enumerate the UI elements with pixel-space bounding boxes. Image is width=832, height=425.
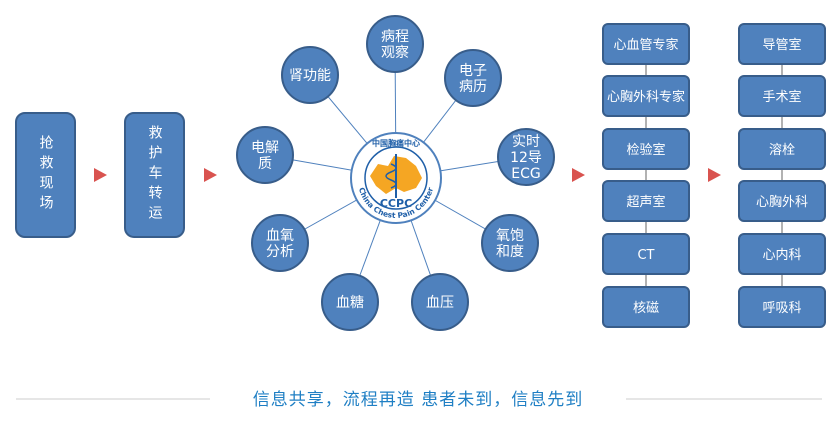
expert-box: 检验室 [602, 128, 690, 170]
box-label: 超声室 [626, 194, 665, 210]
data-node: 血压 [411, 273, 469, 331]
expert-box: 心血管专家 [602, 23, 690, 65]
expert-box: 超声室 [602, 180, 690, 222]
box-label: 核磁 [633, 301, 659, 316]
node-label: 氧饱 [496, 228, 524, 244]
node-label: 肾功能 [289, 68, 331, 84]
data-node: 肾功能 [281, 46, 339, 104]
arrow-icon [572, 168, 585, 182]
department-box: 导管室 [738, 23, 826, 65]
box-label: 心胸外科 [756, 195, 808, 210]
node-label: 分析 [266, 244, 294, 260]
stage-box: 抢救现场 [15, 112, 76, 238]
node-label: 病程 [381, 29, 409, 45]
department-box: 心胸外科 [738, 180, 826, 222]
department-box: 心内科 [738, 233, 826, 275]
node-label: 电解 [251, 140, 279, 156]
svg-text:中国胸痛中心: 中国胸痛中心 [372, 138, 420, 148]
expert-box: CT [602, 233, 690, 275]
node-label: ECG [511, 166, 540, 182]
box-label: 导管室 [762, 37, 801, 53]
arrow-icon [204, 168, 217, 182]
stage-label: 抢救现场 [38, 134, 54, 215]
node-label: 病历 [459, 79, 487, 95]
stage-label: 救护车转运 [147, 125, 163, 225]
box-label: 呼吸科 [762, 301, 801, 316]
node-label: 血压 [426, 295, 454, 311]
department-box: 呼吸科 [738, 286, 826, 328]
svg-text:CCPC: CCPC [380, 197, 412, 210]
node-label: 和度 [496, 244, 524, 260]
box-label: CT [637, 248, 654, 263]
box-label: 心内科 [762, 247, 801, 263]
node-label: 血糖 [336, 295, 364, 311]
box-label: 心血管专家 [613, 37, 678, 53]
department-box: 溶栓 [738, 128, 826, 170]
node-label: 血氧 [266, 228, 294, 244]
arrow-icon [94, 168, 107, 182]
node-label: 电子 [459, 63, 487, 79]
expert-box: 心胸外科专家 [602, 75, 690, 117]
arrow-icon [708, 168, 721, 182]
expert-box: 核磁 [602, 286, 690, 328]
box-label: 检验室 [626, 142, 665, 158]
box-label: 心胸外科专家 [607, 89, 685, 105]
department-box: 手术室 [738, 75, 826, 117]
data-node: 血糖 [321, 273, 379, 331]
node-label: 实时 [512, 134, 540, 150]
node-label: 观察 [381, 44, 409, 61]
data-node: 电解质 [236, 126, 294, 184]
box-label: 溶栓 [769, 143, 795, 158]
box-label: 手术室 [762, 89, 801, 105]
slogan: 信息共享，流程再造 患者未到，信息先到 [253, 390, 583, 410]
node-label: 12导 [510, 150, 542, 166]
node-label: 质 [258, 156, 272, 172]
stage-box: 救护车转运 [124, 112, 185, 238]
